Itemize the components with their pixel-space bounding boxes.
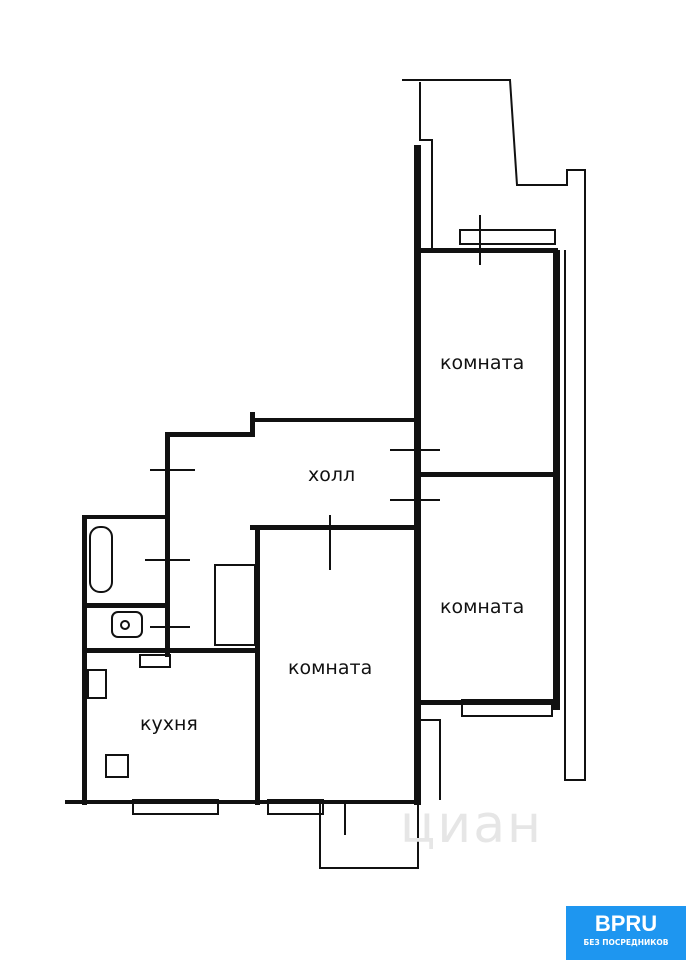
watermark: циан	[400, 795, 544, 855]
kitchen-label: кухня	[140, 713, 198, 735]
logo-name: BPRU	[594, 911, 658, 936]
room-label: комната	[440, 596, 525, 618]
room-label: комната	[288, 657, 373, 679]
room-label: комната	[440, 352, 525, 374]
balcony-top	[402, 79, 586, 781]
bathtub	[89, 526, 113, 593]
hall-label: холл	[308, 464, 356, 486]
toilet	[111, 611, 143, 638]
bpru-logo: BPRU БЕЗ ПОСРЕДНИКОВ	[566, 906, 686, 960]
balcony-bottom	[319, 800, 419, 869]
logo-tagline: БЕЗ ПОСРЕДНИКОВ	[583, 938, 669, 947]
stove-icon	[105, 754, 129, 778]
